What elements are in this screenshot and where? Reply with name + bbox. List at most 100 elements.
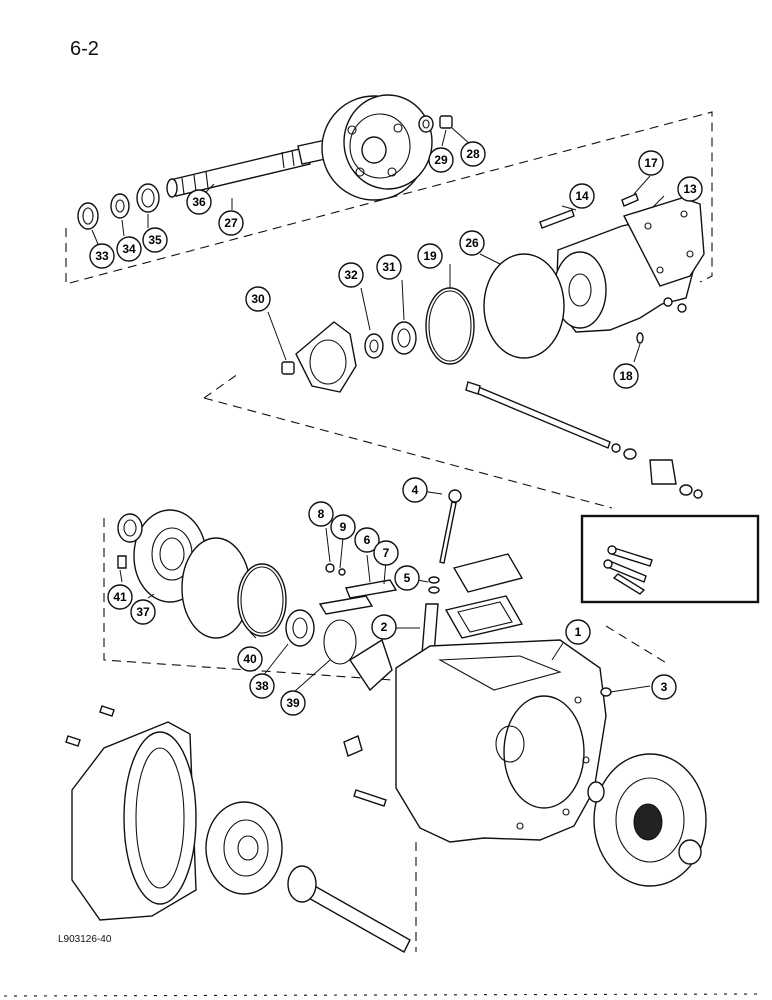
gasket-7 — [318, 595, 374, 615]
seal-35 — [136, 183, 160, 213]
scan-edge — [3, 993, 761, 997]
seal-upper — [117, 513, 143, 543]
callout-39: 39 — [280, 690, 306, 716]
brake-housing — [71, 721, 197, 921]
lower-axle-shaft — [287, 865, 411, 953]
callout-1: 1 — [565, 619, 591, 645]
transmission-case-1 — [395, 639, 607, 843]
pinion-gear — [295, 321, 357, 393]
svg-text:33: 33 — [95, 249, 109, 263]
cone-32 — [364, 333, 384, 359]
o-rings-5 — [428, 576, 440, 594]
clutch-disc — [593, 753, 707, 887]
bolt-17 — [621, 193, 639, 207]
washer-9 — [338, 568, 346, 576]
callout-28: 28 — [460, 141, 486, 167]
cover-plate-6 — [345, 579, 398, 599]
lower-ring-gear — [205, 801, 283, 895]
svg-text:14: 14 — [575, 189, 589, 203]
callout-19: 19 — [417, 243, 443, 269]
svg-text:13: 13 — [683, 182, 697, 196]
callout-30: 30 — [245, 286, 271, 312]
snap-ring-39 — [323, 619, 357, 665]
lower-group-outline — [103, 518, 669, 952]
callout-9: 9 — [330, 514, 356, 540]
callout-38: 38 — [249, 673, 275, 699]
svg-text:39: 39 — [286, 696, 300, 710]
o-ring-40 — [237, 563, 287, 637]
washer-29 — [418, 115, 434, 133]
bearing-38 — [285, 609, 315, 647]
callout-2: 2 — [371, 614, 397, 640]
bolts-left — [65, 705, 115, 747]
leader-lines — [91, 127, 665, 693]
svg-text:32: 32 — [344, 268, 358, 282]
middle-group-outline — [203, 373, 613, 509]
svg-text:36: 36 — [192, 195, 206, 209]
svg-text:28: 28 — [466, 147, 480, 161]
svg-text:27: 27 — [224, 216, 238, 230]
svg-text:8: 8 — [318, 507, 325, 521]
callout-37: 37 — [130, 599, 156, 625]
callout-5: 5 — [394, 565, 420, 591]
svg-text:1: 1 — [575, 625, 582, 639]
dipstick-4 — [439, 489, 462, 564]
svg-text:17: 17 — [644, 156, 658, 170]
callout-34: 34 — [116, 236, 142, 262]
callout-13: 13 — [677, 176, 703, 202]
fitting — [343, 735, 363, 757]
dowel-3 — [600, 687, 612, 697]
figure-code: L903126-40 — [58, 934, 112, 945]
nut-small-b — [677, 303, 687, 313]
gasket-26 — [483, 253, 565, 359]
bolt-8 — [325, 563, 335, 573]
svg-text:6: 6 — [364, 533, 371, 547]
page-number: 6-2 — [70, 38, 99, 60]
cone-34 — [110, 193, 130, 219]
svg-text:29: 29 — [434, 153, 448, 167]
callout-7: 7 — [373, 540, 399, 566]
callout-3: 3 — [651, 674, 677, 700]
svg-text:31: 31 — [382, 260, 396, 274]
hub-lower — [678, 839, 702, 865]
bevel-gear — [349, 638, 393, 692]
callout-6: 6 — [354, 527, 380, 553]
callout-27: 27 — [218, 210, 244, 236]
svg-text:2: 2 — [381, 620, 388, 634]
bolt-lower — [353, 789, 387, 807]
svg-text:4: 4 — [412, 483, 419, 497]
svg-text:38: 38 — [255, 679, 269, 693]
callout-33: 33 — [89, 243, 115, 269]
callout-32: 32 — [338, 262, 364, 288]
svg-text:5: 5 — [404, 571, 411, 585]
top-cover-gasket-b — [444, 595, 524, 639]
callout-14: 14 — [569, 183, 595, 209]
svg-text:9: 9 — [340, 520, 347, 534]
svg-text:41: 41 — [113, 590, 127, 604]
ring-gear-36 — [321, 94, 433, 201]
callout-41: 41 — [107, 584, 133, 610]
callout-8: 8 — [308, 501, 334, 527]
callout-29: 29 — [428, 147, 454, 173]
pin-18 — [636, 332, 644, 344]
svg-text:26: 26 — [465, 236, 479, 250]
svg-text:34: 34 — [122, 242, 136, 256]
callout-18: 18 — [613, 363, 639, 389]
svg-text:35: 35 — [148, 233, 162, 247]
callout-40: 40 — [237, 646, 263, 672]
nut-30 — [281, 361, 295, 375]
callout-4: 4 — [402, 477, 428, 503]
callout-35: 35 — [142, 227, 168, 253]
svg-text:7: 7 — [383, 546, 390, 560]
nut-small-a — [663, 297, 673, 307]
upper-group-outline — [65, 111, 713, 285]
axle-shaft-27 — [166, 139, 331, 198]
top-cover-gasket-a — [452, 553, 524, 593]
svg-text:37: 37 — [136, 605, 150, 619]
pin-14 — [539, 209, 575, 229]
svg-text:3: 3 — [661, 680, 668, 694]
svg-text:19: 19 — [423, 249, 437, 263]
callout-31: 31 — [376, 254, 402, 280]
seal-lower — [587, 781, 605, 803]
